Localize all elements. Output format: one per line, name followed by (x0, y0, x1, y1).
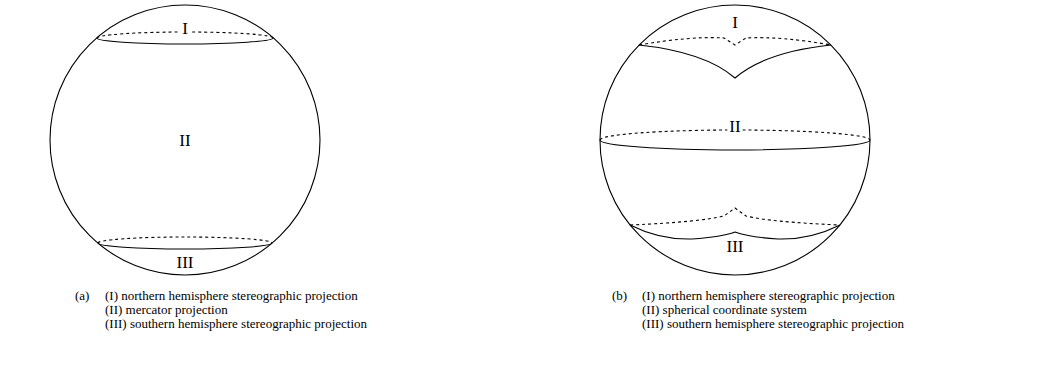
equator-front-edge (600, 140, 870, 150)
caption-line: (I) northern hemisphere stereographic pr… (642, 289, 942, 303)
band-back-edge (630, 208, 840, 225)
caption-line: (III) southern hemisphere stereographic … (642, 317, 942, 331)
region-label: II (177, 132, 192, 149)
caption-tag: (b) (612, 289, 627, 303)
caption-line: (I) northern hemisphere stereographic pr… (105, 289, 405, 303)
caption-line: (III) southern hemisphere stereographic … (105, 317, 405, 331)
region-label: III (175, 254, 196, 271)
band-front-edge (639, 45, 831, 78)
region-label: II (727, 118, 742, 135)
band-back-edge (639, 38, 831, 45)
region-label: III (725, 238, 746, 255)
caption-line: (II) spherical coordinate system (642, 303, 942, 317)
band-back-edge (98, 237, 272, 243)
sphere-outline (50, 5, 320, 275)
region-label: I (730, 14, 740, 31)
caption-tag: (a) (75, 289, 89, 303)
region-label: I (180, 20, 190, 37)
band-front-edge (97, 38, 273, 44)
band-front-edge (98, 243, 272, 249)
sphere-outline (600, 5, 870, 275)
caption-line: (II) mercator projection (105, 303, 405, 317)
